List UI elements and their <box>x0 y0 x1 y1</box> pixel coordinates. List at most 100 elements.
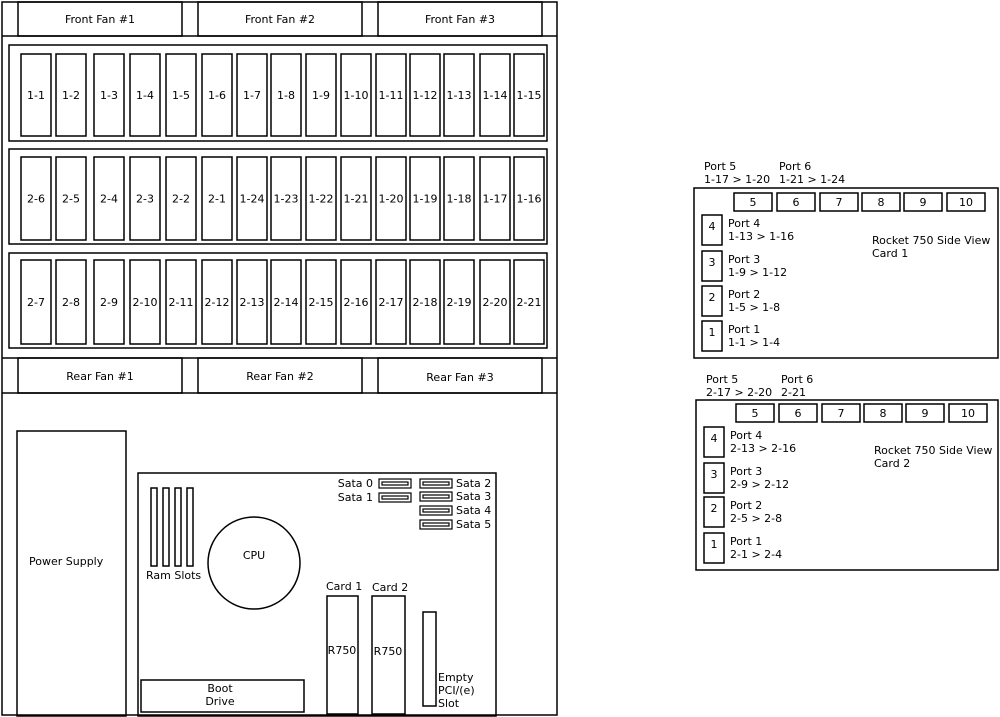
port-5-label: Port 5 <box>704 160 736 173</box>
side-port-4-range: 2-13 > 2-16 <box>730 442 796 455</box>
top-port-10 <box>948 403 988 423</box>
drive-bay-label: 2-2 <box>172 193 190 206</box>
drive-bay-label: 2-4 <box>100 193 118 206</box>
drive-bay-label: 2-20 <box>483 296 508 309</box>
drive-bay-label: 1-9 <box>312 89 330 102</box>
rear-fan-1: Rear Fan #1 <box>17 357 183 394</box>
card-1-label: Card 1 <box>326 580 362 593</box>
top-port-10-label: 10 <box>961 407 975 420</box>
side-port-2-name: Port 2 <box>730 499 762 512</box>
drive-bay-slot <box>340 53 372 137</box>
card-subtitle: Card 2 <box>874 457 910 470</box>
side-port-4-name: Port 4 <box>728 217 760 230</box>
top-port-9-label: 9 <box>922 407 929 420</box>
drive-bay-slot <box>129 53 161 137</box>
top-port-8-label: 8 <box>878 196 885 209</box>
empty-pci-slot-box <box>422 611 437 707</box>
drive-bay-slot <box>236 53 268 137</box>
empty-pci-slot: Empty PCI/(e) Slot <box>422 611 475 710</box>
side-port-3 <box>703 462 725 494</box>
cpu-label: CPU <box>243 549 265 562</box>
port-6-label: Port 6 <box>779 160 811 173</box>
sata-0-port-inner <box>381 481 409 486</box>
drive-bay-slot <box>20 53 52 137</box>
top-port-6-label: 6 <box>793 196 800 209</box>
drive-bay-label: 2-12 <box>205 296 230 309</box>
drive-bay-slot <box>409 156 441 241</box>
sata-3-port <box>419 491 453 502</box>
sata-4-port-inner <box>422 508 450 513</box>
card-1-box <box>326 595 359 715</box>
card-2-slot: Card 2 R750 <box>371 581 408 715</box>
drive-bay-slot <box>479 259 511 345</box>
sata-1-port-inner <box>381 495 409 500</box>
drive-bay-slot <box>236 259 268 345</box>
power-supply: Power Supply <box>16 430 127 717</box>
top-port-7 <box>821 403 861 423</box>
side-port-3-name: Port 3 <box>728 253 760 266</box>
drive-bay-label: 1-8 <box>277 89 295 102</box>
side-port-3 <box>701 250 723 282</box>
drive-bay-label: 1-14 <box>483 89 508 102</box>
side-port-3-range: 1-9 > 1-12 <box>728 266 787 279</box>
drive-bay-slot <box>129 156 161 241</box>
top-port-5 <box>733 192 773 212</box>
drive-bay-slot <box>270 259 302 345</box>
drive-bay-label: 2-11 <box>169 296 194 309</box>
top-port-10-label: 10 <box>959 196 973 209</box>
drive-bay-label: 2-17 <box>379 296 404 309</box>
drive-bay-label: 2-5 <box>62 193 80 206</box>
side-port-4 <box>701 214 723 246</box>
side-port-3-number: 3 <box>709 256 716 269</box>
card-1-r750-label: R750 <box>328 644 357 657</box>
drive-bay-slot <box>55 259 87 345</box>
sata-0-label: Sata 0 <box>338 477 373 490</box>
bay-row-3-frame <box>8 252 548 349</box>
side-port-4-number: 4 <box>709 220 716 233</box>
card-2-outline <box>695 399 999 571</box>
rear-fan-2-label: Rear Fan #2 <box>246 370 313 383</box>
port-6-range: 2-21 <box>781 386 806 399</box>
front-fans: Front Fan #1 Front Fan #2 Front Fan #3 <box>17 1 543 37</box>
side-port-1-range: 2-1 > 2-4 <box>730 548 782 561</box>
drive-bay-slot <box>93 53 125 137</box>
drive-bay-label: 2-7 <box>27 296 45 309</box>
drive-bay-slot <box>165 53 197 137</box>
card-subtitle: Card 1 <box>872 247 908 260</box>
drive-bay-slot <box>55 53 87 137</box>
rear-fans: Rear Fan #1 Rear Fan #2 Rear Fan #3 <box>17 357 543 394</box>
side-port-2-name: Port 2 <box>728 288 760 301</box>
side-port-1-name: Port 1 <box>728 323 760 336</box>
card-1-slot: Card 1 R750 <box>326 580 362 715</box>
drive-bay-slot <box>479 156 511 241</box>
drive-bay-slot <box>443 259 475 345</box>
side-port-1-name: Port 1 <box>730 535 762 548</box>
drive-bay-slot <box>443 156 475 241</box>
drive-bay-label: 2-15 <box>309 296 334 309</box>
sata-2-label: Sata 2 <box>456 477 491 490</box>
side-port-1-range: 1-1 > 1-4 <box>728 336 780 349</box>
top-port-5-label: 5 <box>752 407 759 420</box>
drive-bay-slot <box>165 156 197 241</box>
drive-bay-label: 1-20 <box>379 193 404 206</box>
sata-4-port <box>419 505 453 516</box>
drive-bay-label: 1-1 <box>27 89 45 102</box>
boot-drive-line-1: Boot <box>207 682 233 695</box>
drive-bay-label: 1-3 <box>100 89 118 102</box>
front-fan-3: Front Fan #3 <box>377 1 543 37</box>
side-port-3-name: Port 3 <box>730 465 762 478</box>
top-port-6-label: 6 <box>795 407 802 420</box>
sata-3-label: Sata 3 <box>456 490 491 503</box>
top-port-6 <box>776 192 816 212</box>
drive-bay-label: 2-6 <box>27 193 45 206</box>
drive-bay-slot <box>375 156 407 241</box>
top-port-10 <box>946 192 986 212</box>
drive-bay-label: 1-16 <box>517 193 542 206</box>
boot-drive-line-2: Drive <box>205 695 235 708</box>
drive-bay-label: 1-11 <box>379 89 404 102</box>
drive-bay-slot <box>340 259 372 345</box>
